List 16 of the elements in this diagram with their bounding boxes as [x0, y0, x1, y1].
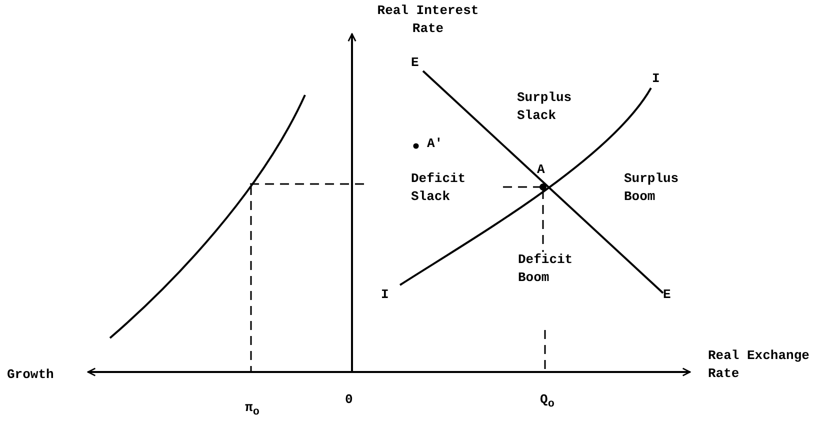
curve-label: E: [663, 286, 671, 304]
region-label: Surplus Boom: [624, 170, 680, 206]
point-label: A': [427, 135, 443, 153]
tick-label: π$_{o}$: [245, 399, 260, 421]
curve-label: I: [652, 70, 660, 88]
axis-title: Real Interest Rate: [376, 2, 480, 38]
tick-label: Q$_{o}$: [540, 391, 554, 413]
point-label: A: [537, 161, 545, 179]
axis-title: Growth: [7, 366, 54, 384]
curve-label: E: [411, 54, 419, 72]
region-label: Surplus Slack: [517, 89, 573, 125]
axis-title: Real Exchange Rate: [708, 347, 810, 383]
curve-label: I: [381, 286, 389, 304]
tick-label: 0: [345, 391, 353, 409]
region-label: Deficit Boom: [518, 251, 574, 287]
region-label: Deficit Slack: [411, 170, 467, 206]
